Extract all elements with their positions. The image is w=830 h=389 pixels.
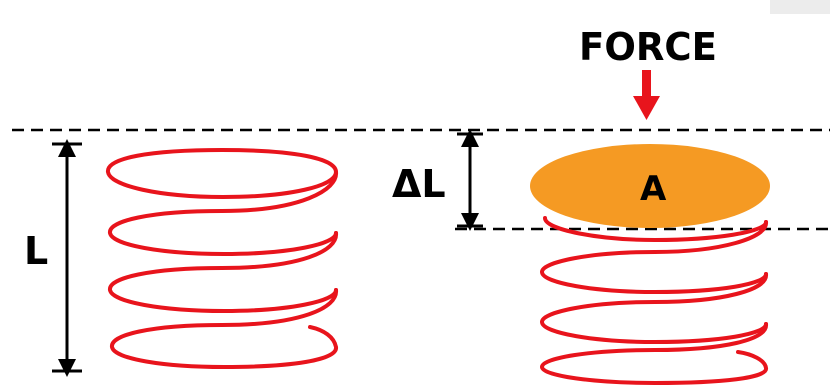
- area-label: A: [640, 169, 667, 209]
- force-arrow: [633, 70, 660, 120]
- length-label: L: [24, 229, 48, 273]
- delta-length-label: ΔL: [392, 162, 446, 206]
- corner-shade: [770, 0, 830, 14]
- force-label: FORCE: [579, 25, 717, 69]
- compressed-spring: [539, 216, 768, 386]
- uncompressed-spring: [106, 148, 339, 370]
- area-plate: [530, 144, 770, 228]
